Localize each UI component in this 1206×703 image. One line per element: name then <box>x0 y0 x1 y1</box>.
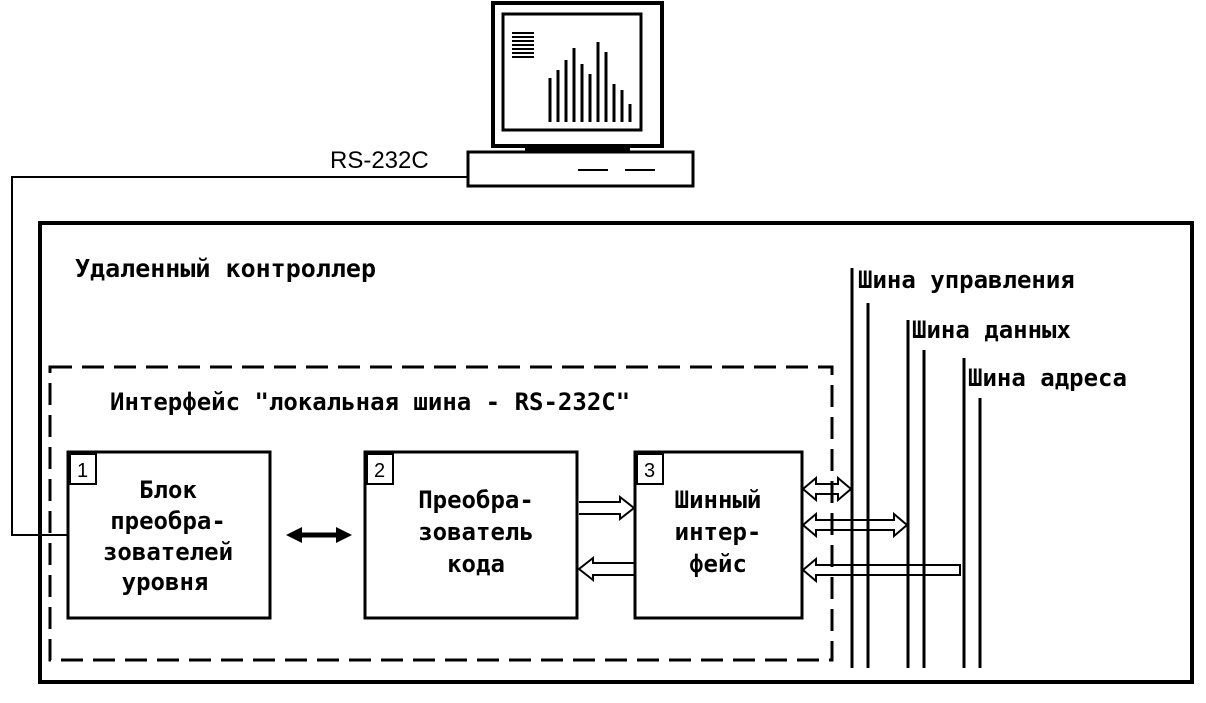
control-bus <box>850 268 870 668</box>
bus-label-control: Шина управления <box>858 266 1075 294</box>
arrow-control-bus <box>802 475 853 503</box>
block-line: преобра- <box>110 507 226 535</box>
arrow-2-to-3 <box>579 494 636 522</box>
rs232-label: RS-232C <box>330 147 429 174</box>
bus-label-data: Шина данных <box>912 316 1071 344</box>
block-number: 2 <box>374 460 385 482</box>
block-line: Преобра- <box>418 486 534 514</box>
controller-title: Удаленный контроллер <box>75 254 376 283</box>
block-line: Шинный <box>675 486 762 514</box>
computer: RS-232C <box>330 1 695 188</box>
keyboard-icon <box>466 150 695 188</box>
block-line: зователь <box>418 518 534 546</box>
bidirectional-arrow-1-2 <box>286 527 352 543</box>
block-bus-interface: 3 Шинный интер- фейс <box>633 450 804 620</box>
block-level-converter: 1 Блок преобра- зователей уровня <box>66 450 272 620</box>
block-line: уровня <box>122 568 209 596</box>
block-code-converter: 2 Преобра- зователь кода <box>363 450 579 620</box>
arrow-data-bus <box>802 511 909 539</box>
interface-frame <box>48 365 834 662</box>
arrow-address-bus <box>802 556 961 584</box>
address-bus <box>962 358 982 668</box>
block-line: интер- <box>675 518 762 546</box>
monitor-icon <box>491 1 664 152</box>
block-number: 1 <box>77 460 88 482</box>
controller-frame <box>38 221 1194 684</box>
interface-title: Интерфейс "локальная шина - RS-232C" <box>110 388 630 416</box>
block-line: Блок <box>139 476 197 504</box>
block-number: 3 <box>644 460 655 482</box>
block-line: зователей <box>103 538 233 566</box>
arrow-3-to-2 <box>577 555 634 583</box>
data-bus <box>906 320 926 668</box>
block-line: кода <box>447 550 505 578</box>
bus-label-address: Шина адреса <box>968 364 1127 392</box>
block-line: фейс <box>689 550 747 578</box>
